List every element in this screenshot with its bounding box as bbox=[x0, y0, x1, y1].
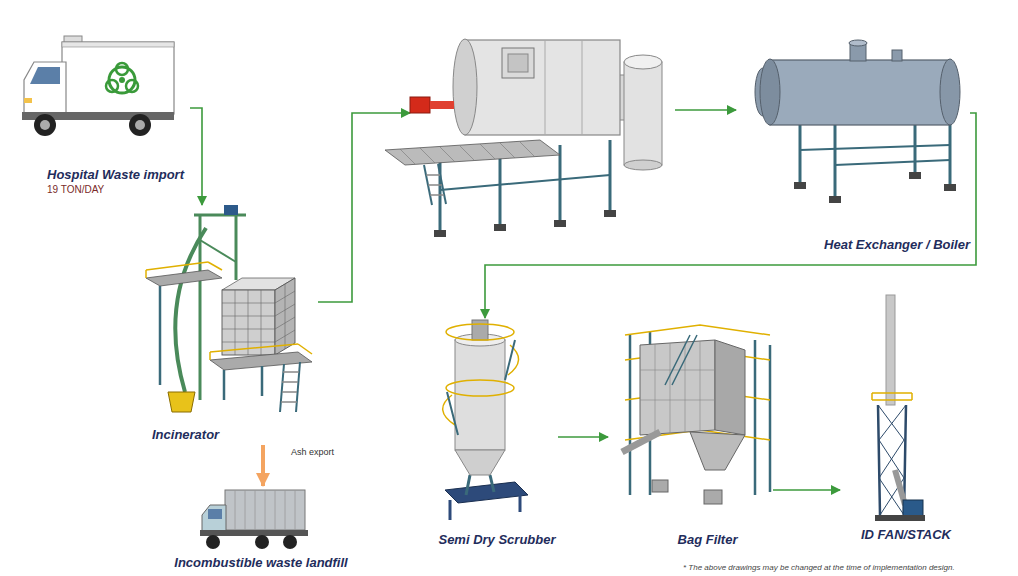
combustion-chamber-drawing bbox=[385, 39, 662, 237]
incinerator-drawing bbox=[146, 205, 312, 412]
flow-arrow bbox=[190, 108, 202, 205]
flow-line bbox=[675, 109, 736, 111]
equipment-node: Hospital Waste import19 TON/DAY bbox=[15, 38, 190, 200]
flow-arrow bbox=[485, 113, 976, 318]
equipment-node: Bag Filter bbox=[608, 318, 773, 550]
capacity-note: 19 TON/DAY bbox=[47, 183, 104, 196]
flow-line bbox=[318, 113, 410, 302]
landfill-truck bbox=[200, 490, 308, 549]
equipment-label: ID FAN/STACK bbox=[861, 527, 951, 543]
edge-label: Ash export bbox=[289, 446, 336, 458]
equipment-label: Incombustible waste landfill bbox=[174, 555, 347, 571]
equipment-label: Semi Dry Scrubber bbox=[438, 532, 555, 548]
equipment-node: Incombustible waste landfill bbox=[170, 486, 352, 572]
equipment-node: Heat Exchanger / Boiler bbox=[752, 38, 970, 256]
footnote: * The above drawings may be changed at t… bbox=[683, 563, 955, 573]
equipment-node: Incinerator bbox=[138, 205, 318, 445]
equipment-label: Bag Filter bbox=[678, 532, 738, 548]
stack-drawing bbox=[872, 295, 925, 521]
equipment-label: Hospital Waste import bbox=[47, 167, 184, 183]
waste-truck bbox=[22, 36, 174, 136]
equipment-label: Heat Exchanger / Boiler bbox=[824, 237, 970, 253]
bag-filter-drawing bbox=[622, 325, 770, 504]
flow-arrow bbox=[773, 489, 840, 491]
flow-arrow bbox=[261, 445, 265, 486]
flow-arrow bbox=[558, 436, 608, 438]
equipment-node: Semi Dry Scrubber bbox=[436, 318, 558, 550]
scrubber-drawing bbox=[443, 320, 528, 520]
boiler-drawing bbox=[755, 40, 960, 203]
equipment-label: Incinerator bbox=[152, 427, 219, 443]
equipment-node: ID FAN/STACK bbox=[840, 292, 960, 545]
